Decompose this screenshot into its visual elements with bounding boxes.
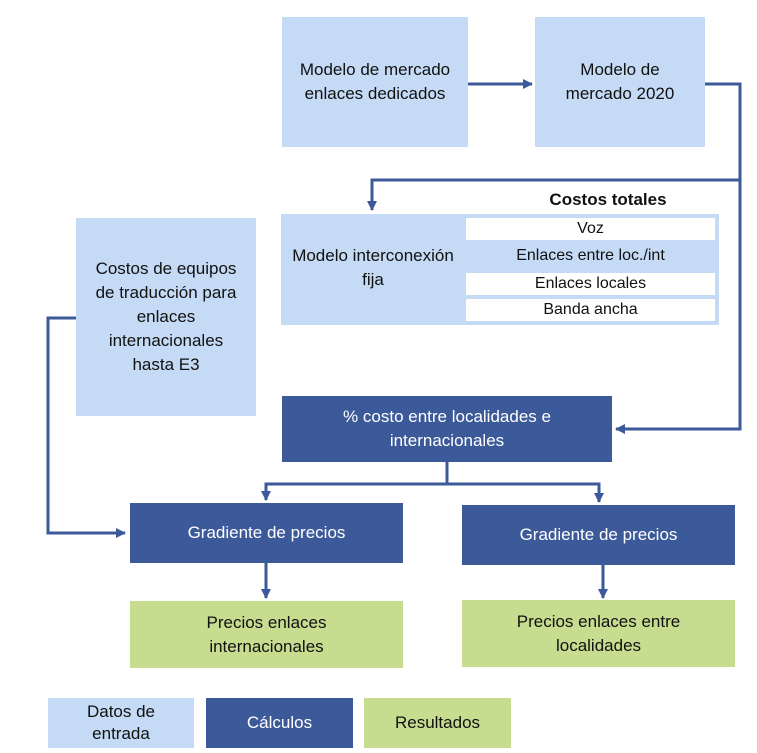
legend-result: Resultados bbox=[364, 698, 511, 748]
cost-item-label: Enlaces entre loc./int bbox=[516, 247, 665, 264]
node-interconnection: Modelo interconexión fija Voz Enlaces en… bbox=[281, 214, 719, 325]
node-label: Modelo interconexión fija bbox=[292, 246, 454, 289]
node-label: Costos de equipos de traducción para enl… bbox=[95, 259, 237, 374]
cost-item-voz: Voz bbox=[466, 218, 715, 240]
node-label: Precios enlaces entre localidades bbox=[516, 611, 681, 655]
node-prices-localities: Precios enlaces entre localidades bbox=[462, 600, 735, 667]
legend-input: Datos de entrada bbox=[48, 698, 194, 748]
node-label: Modelo de mercado enlaces dedicados bbox=[299, 60, 451, 103]
node-label: Gradiente de precios bbox=[519, 525, 678, 544]
cost-item-banda-ancha: Banda ancha bbox=[466, 299, 715, 321]
cost-item-label: Banda ancha bbox=[543, 301, 638, 318]
node-translation-costs: Costos de equipos de traducción para enl… bbox=[76, 218, 256, 416]
legend-label: Resultados bbox=[394, 713, 481, 732]
cost-item-enlaces-locales: Enlaces locales bbox=[466, 273, 715, 295]
node-label: Modelo de mercado 2020 bbox=[565, 60, 675, 103]
node-label: Precios enlaces internacionales bbox=[206, 612, 327, 656]
node-market-2020: Modelo de mercado 2020 bbox=[535, 17, 705, 147]
node-label: % costo entre localidades e internaciona… bbox=[343, 407, 551, 450]
arrow-translation-to-gradient bbox=[46, 316, 126, 538]
node-label: Gradiente de precios bbox=[187, 523, 346, 542]
cost-item-label: Enlaces locales bbox=[534, 275, 647, 292]
node-market-dedicated: Modelo de mercado enlaces dedicados bbox=[282, 17, 468, 147]
legend-label: Cálculos bbox=[246, 713, 313, 732]
cost-item-enlaces-loc-int: Enlaces entre loc./int bbox=[466, 244, 715, 268]
node-prices-international: Precios enlaces internacionales bbox=[130, 601, 403, 668]
legend-label: Datos de entrada bbox=[86, 702, 156, 743]
node-pct-cost: % costo entre localidades e internaciona… bbox=[282, 396, 612, 462]
cost-item-label: Voz bbox=[577, 220, 604, 237]
total-costs-title: Costos totales bbox=[549, 190, 667, 209]
legend-calc: Cálculos bbox=[206, 698, 353, 748]
node-gradient-right: Gradiente de precios bbox=[462, 505, 735, 565]
arrow-pct-to-gradient-left bbox=[261, 462, 449, 501]
arrow-pct-to-gradient-right bbox=[447, 482, 604, 503]
arrow-2020-to-pct-cost bbox=[615, 180, 742, 434]
node-gradient-left: Gradiente de precios bbox=[130, 503, 403, 563]
